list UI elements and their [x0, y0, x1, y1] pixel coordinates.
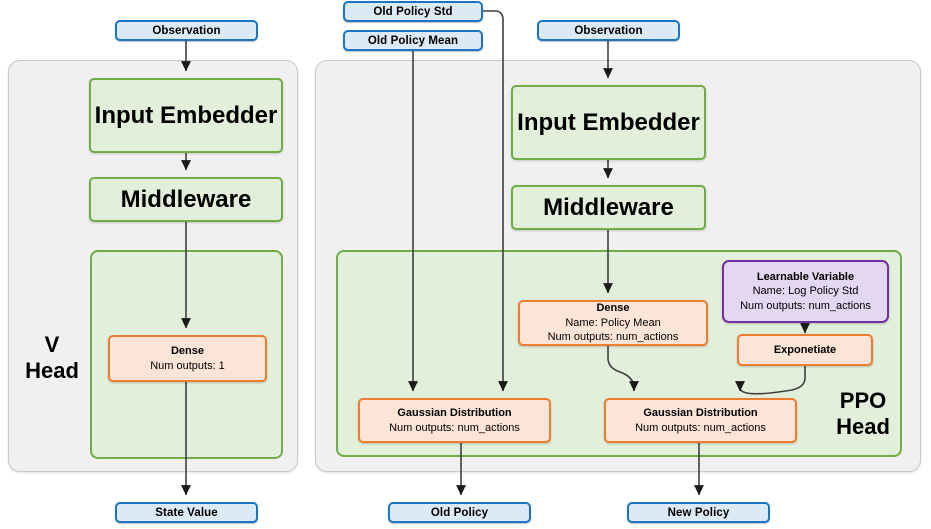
ppo-head-learnable-variable-name: Name: Log Policy Std	[752, 285, 859, 298]
ppo-head-output-old-policy-label: Old Policy	[430, 506, 489, 519]
v-head-middleware-label: Middleware	[120, 185, 252, 213]
ppo-head-learnable-variable-num-outputs: Num outputs: num_actions	[740, 299, 871, 312]
ppo-head-middleware-label: Middleware	[543, 193, 674, 221]
v-head-input-observation[interactable]: Observation	[115, 20, 258, 41]
ppo-head-gaussian-old-title: Gaussian Distribution	[397, 406, 512, 419]
ppo-head-label: PPO Head	[836, 388, 890, 439]
v-head-output-state-value[interactable]: State Value	[115, 502, 258, 523]
ppo-head-input-embedder-label: Input Embedder	[517, 108, 700, 136]
ppo-head-exponentiate[interactable]: Exponetiate	[737, 334, 873, 366]
v-head-middleware[interactable]: Middleware	[89, 177, 283, 222]
ppo-head-input-observation[interactable]: Observation	[537, 20, 680, 41]
ppo-head-input-old-policy-std-label: Old Policy Std	[373, 5, 453, 18]
ppo-head-exponentiate-title: Exponetiate	[773, 343, 837, 356]
ppo-head-input-old-policy-std[interactable]: Old Policy Std	[343, 1, 483, 22]
ppo-head-output-new-policy[interactable]: New Policy	[627, 502, 770, 523]
v-head-input-embedder[interactable]: Input Embedder	[89, 78, 283, 153]
v-head-dense-num-outputs: Num outputs: 1	[150, 359, 225, 372]
v-head-dense[interactable]: Dense Num outputs: 1	[108, 335, 267, 382]
ppo-head-input-old-policy-mean[interactable]: Old Policy Mean	[343, 30, 483, 51]
ppo-head-dense-policy-mean[interactable]: Dense Name: Policy Mean Num outputs: num…	[518, 300, 708, 346]
v-head-input-embedder-label: Input Embedder	[94, 101, 278, 129]
ppo-head-gaussian-new-title: Gaussian Distribution	[643, 406, 758, 419]
ppo-head-input-observation-label: Observation	[574, 24, 643, 37]
v-head-output-state-value-label: State Value	[155, 506, 218, 519]
ppo-head-learnable-variable[interactable]: Learnable Variable Name: Log Policy Std …	[722, 260, 889, 323]
ppo-head-gaussian-distribution-old[interactable]: Gaussian Distribution Num outputs: num_a…	[358, 398, 551, 443]
ppo-head-middleware[interactable]: Middleware	[511, 185, 706, 230]
ppo-head-input-embedder[interactable]: Input Embedder	[511, 85, 706, 160]
v-head-label: V Head	[25, 332, 79, 383]
ppo-head-input-old-policy-mean-label: Old Policy Mean	[367, 34, 459, 47]
ppo-head-dense-num-outputs: Num outputs: num_actions	[547, 331, 679, 344]
ppo-head-output-new-policy-label: New Policy	[667, 506, 730, 519]
v-head-dense-title: Dense	[170, 344, 205, 357]
ppo-head-dense-title: Dense	[596, 302, 630, 315]
ppo-head-gaussian-old-num-outputs: Num outputs: num_actions	[389, 421, 520, 434]
ppo-head-gaussian-distribution-new[interactable]: Gaussian Distribution Num outputs: num_a…	[604, 398, 797, 443]
ppo-head-learnable-variable-title: Learnable Variable	[756, 270, 855, 283]
ppo-head-dense-name: Name: Policy Mean	[565, 316, 661, 329]
v-head-input-observation-label: Observation	[152, 24, 221, 37]
ppo-head-gaussian-new-num-outputs: Num outputs: num_actions	[635, 421, 766, 434]
ppo-head-output-old-policy[interactable]: Old Policy	[388, 502, 531, 523]
